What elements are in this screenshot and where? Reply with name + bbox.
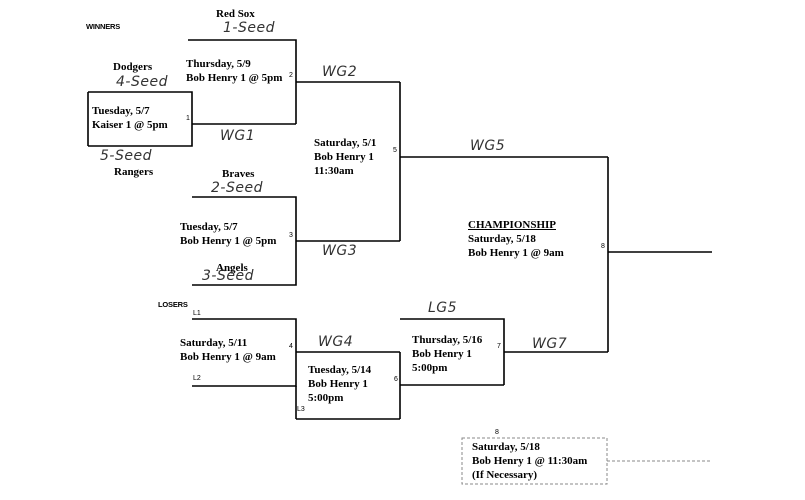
- game-1-number: 1: [186, 115, 190, 122]
- losers-heading: LOSERS: [158, 300, 188, 309]
- game-2-location: Bob Henry 1 @ 5pm: [186, 72, 283, 84]
- game-1-date: Tuesday, 5/7: [92, 105, 150, 117]
- game-4-date: Saturday, 5/11: [180, 337, 248, 349]
- loser-slot-l2: L2: [193, 375, 201, 382]
- game-6-number: 6: [394, 376, 398, 383]
- game-4-location: Bob Henry 1 @ 9am: [180, 351, 276, 363]
- game-5-date: Saturday, 5/1: [314, 137, 377, 149]
- game-6-date: Tuesday, 5/14: [308, 364, 372, 376]
- game-3-number: 3: [289, 232, 293, 239]
- game-5-location: Bob Henry 1: [314, 151, 374, 163]
- wg4-annotation: WG4: [318, 334, 354, 350]
- game-6-time: 5:00pm: [308, 392, 344, 404]
- seed-4-annotation: 4-Seed: [116, 74, 168, 90]
- championship-date: Saturday, 5/18: [468, 233, 536, 245]
- wg2-annotation: WG2: [322, 64, 358, 80]
- lg5-annotation: LG5: [428, 300, 458, 316]
- if-necessary-note: (If Necessary): [472, 469, 538, 481]
- seed-5-annotation: 5-Seed: [100, 148, 152, 164]
- if-necessary-date: Saturday, 5/18: [472, 441, 540, 453]
- team-red-sox: Red Sox: [216, 8, 255, 20]
- game-6-location: Bob Henry 1: [308, 378, 368, 390]
- wg5-annotation: WG5: [470, 138, 506, 154]
- wg3-annotation: WG3: [322, 243, 358, 259]
- game-4-number: 4: [289, 343, 293, 350]
- team-braves: Braves: [222, 168, 255, 180]
- game-5-time: 11:30am: [314, 165, 354, 177]
- game-3-location: Bob Henry 1 @ 5pm: [180, 235, 277, 247]
- game-5-number: 5: [393, 147, 397, 154]
- championship-location: Bob Henry 1 @ 9am: [468, 247, 564, 259]
- game-2-number: 2: [289, 72, 293, 79]
- if-necessary-location: Bob Henry 1 @ 11:30am: [472, 455, 588, 467]
- game-7-location: Bob Henry 1: [412, 348, 472, 360]
- championship-game-number: 8: [601, 243, 605, 250]
- if-necessary-game-number: 8: [495, 429, 499, 436]
- seed-3-annotation: 3-Seed: [202, 268, 254, 284]
- game-2-date: Thursday, 5/9: [186, 58, 251, 70]
- winners-heading: WINNERS: [86, 22, 121, 31]
- seed-2-annotation: 2-Seed: [211, 180, 263, 196]
- loser-slot-l1: L1: [193, 310, 201, 317]
- game-7-date: Thursday, 5/16: [412, 334, 483, 346]
- team-rangers: Rangers: [114, 166, 154, 178]
- game-3-date: Tuesday, 5/7: [180, 221, 238, 233]
- game-7-time: 5:00pm: [412, 362, 448, 374]
- wg1-annotation: WG1: [220, 128, 256, 144]
- seed-1-annotation: 1-Seed: [223, 20, 275, 36]
- championship-title: CHAMPIONSHIP: [468, 219, 556, 231]
- game-1-location: Kaiser 1 @ 5pm: [92, 119, 168, 131]
- wg7-annotation: WG7: [532, 336, 568, 352]
- team-angels: Angels: [216, 262, 248, 274]
- team-dodgers: Dodgers: [113, 61, 153, 73]
- loser-slot-l3: L3: [297, 406, 305, 413]
- game-7-number: 7: [497, 343, 501, 350]
